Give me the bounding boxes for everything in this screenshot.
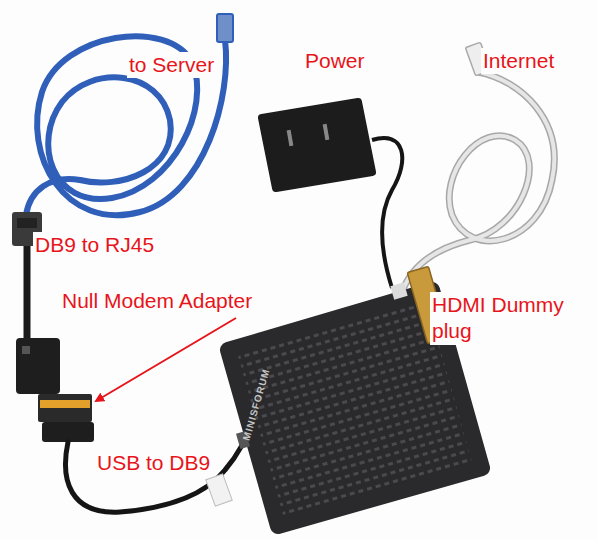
callout-label: Internet: [481, 48, 556, 74]
callout-label: to Server: [127, 52, 216, 78]
callout-label: DB9 to RJ45: [33, 232, 156, 258]
cable-tag: [206, 474, 232, 506]
blue-cable: [26, 36, 226, 215]
rj45-plug: [217, 14, 233, 42]
callout-label: HDMI Dummy plug: [430, 292, 574, 345]
callout-label: Null Modem Adapter: [60, 288, 254, 314]
callout-label: Power: [303, 48, 367, 74]
ethernet-port: [390, 282, 407, 299]
callout-label: USB to DB9: [95, 450, 212, 476]
power-adapter: [262, 102, 402, 288]
callout-arrow: [96, 318, 236, 401]
usb-serial-cable: [66, 440, 245, 512]
white-cable: [402, 72, 554, 292]
